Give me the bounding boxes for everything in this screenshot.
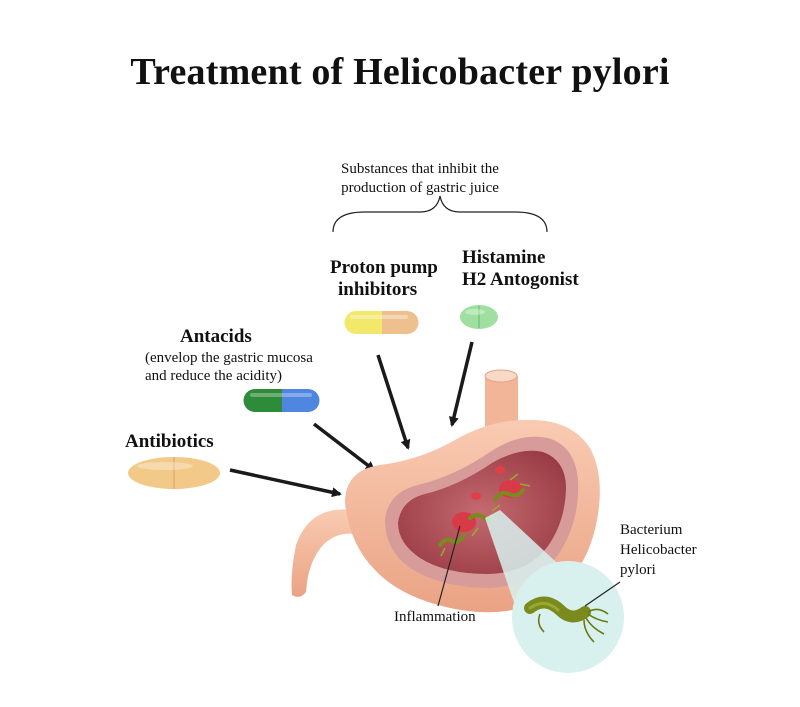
group-label-line-1: Substances that inhibit the — [341, 161, 499, 177]
page-title: Treatment of Helicobacter pylori — [130, 51, 670, 93]
bacterium-label-line-2: Helicobacter — [620, 542, 697, 558]
inflammation-label: Inflammation — [394, 609, 476, 625]
h2-label-line-2: H2 Antogonist — [462, 269, 579, 290]
bacterium-label-line-3: pylori — [620, 562, 656, 578]
ppi-label-line-1: Proton pump — [330, 257, 438, 278]
bacterium-pointer — [584, 581, 621, 607]
antacids-note: (envelop the gastric mucosa and reduce t… — [145, 349, 375, 385]
arrow-antibiotics — [229, 468, 342, 498]
arrow-antacids — [312, 422, 376, 472]
antacid-capsule — [243, 389, 320, 412]
group-label-line-2: production of gastric juice — [341, 180, 499, 196]
group-brace — [332, 195, 548, 233]
gastric-juice-group-label: Substances that inhibit the production o… — [300, 160, 540, 198]
proton-pump-inhibitors-label: Proton pump inhibitors — [330, 257, 438, 301]
antibiotic-pill — [128, 457, 220, 489]
h2-pill — [460, 305, 498, 329]
bacterium-label-line-1: Bacterium — [620, 522, 683, 538]
arrow-h2 — [449, 341, 474, 427]
bacterium-label: Bacterium Helicobacter pylori — [620, 520, 697, 580]
histamine-h2-antagonist-label: Histamine H2 Antogonist — [462, 247, 579, 291]
inflammation-pointer — [437, 525, 461, 607]
antibiotics-label: Antibiotics — [125, 431, 214, 452]
ppi-label-line-2: inhibitors — [338, 279, 418, 300]
antacids-label: Antacids — [180, 326, 252, 347]
arrow-ppi — [376, 354, 411, 450]
bacterium-zoom — [524, 596, 609, 643]
h2-label-line-1: Histamine — [462, 247, 546, 268]
ppi-capsule — [344, 311, 419, 334]
antacids-note-line-1: (envelop the gastric mucosa — [145, 350, 313, 366]
antacids-note-line-2: and reduce the acidity) — [145, 368, 283, 384]
